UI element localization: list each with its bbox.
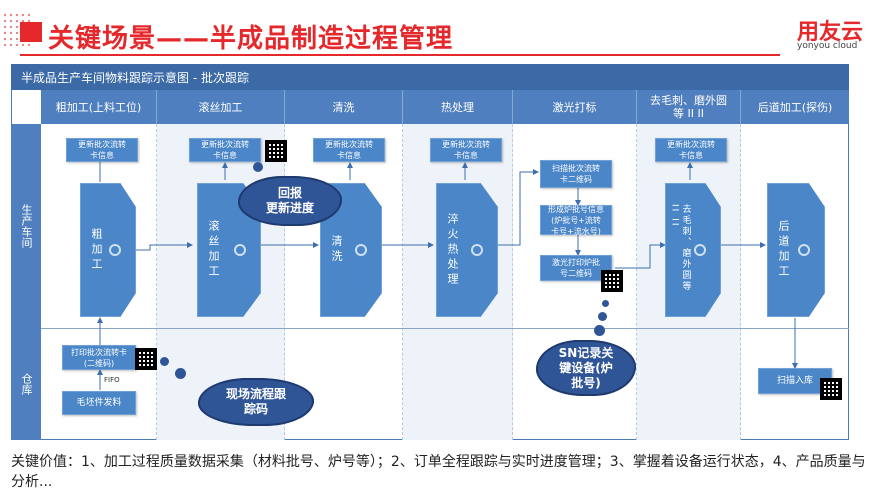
- lane-label-warehouse: 仓库: [11, 328, 41, 440]
- callout-trace-code: 现场流程跟 踪码: [198, 378, 314, 426]
- cloud-tail-dot: [160, 357, 169, 366]
- status-ring-icon: [798, 244, 810, 256]
- laser-step-print: 激光打印炉批 号二维码: [540, 255, 612, 281]
- process-heat: 淬火热处理: [436, 183, 498, 317]
- update-card-clean: 更新批次流转 卡信息: [313, 138, 385, 162]
- process-rough: 粗加工: [80, 183, 136, 317]
- cloud-tail-dot: [253, 162, 263, 172]
- update-card-heat: 更新批次流转 卡信息: [430, 138, 502, 162]
- slide-title: 关键场景——半成品制造过程管理: [48, 24, 454, 54]
- col-header-clean: 清洗: [285, 90, 403, 124]
- column-rough: [41, 124, 157, 440]
- process-post: 后道加工: [767, 183, 825, 317]
- process-rough-label: 粗加工: [90, 227, 103, 273]
- diagram-header: 半成品生产车间物料跟踪示意图 - 批次跟踪: [11, 64, 849, 90]
- lane-label-workshop: 生产车间: [11, 124, 41, 328]
- col-header-deburr: 去毛刺、磨外圆 等 II II: [637, 90, 741, 124]
- warehouse-scan-in: 扫描入库: [758, 368, 832, 394]
- process-post-label: 后道加工: [777, 220, 790, 280]
- column-clean: [285, 124, 403, 440]
- col-header-post: 后道加工(探伤): [741, 90, 849, 124]
- cloud-tail-dot: [598, 312, 607, 321]
- qr-code-icon: [265, 140, 287, 162]
- status-ring-icon: [694, 244, 706, 256]
- brand-logo: 用友云: [797, 20, 864, 45]
- col-header-laser: 激光打标: [513, 90, 637, 124]
- warehouse-print-card: 打印批次流转卡 (二维码): [62, 345, 136, 370]
- process-deburr: 去毛刺、磨外圆等II II: [665, 183, 721, 317]
- lane-separator: [41, 328, 849, 329]
- process-clean-label: 清洗: [330, 235, 343, 265]
- update-card-deburr: 更新批次流转 卡信息: [655, 138, 727, 162]
- fifo-label: FIFO: [104, 376, 120, 384]
- brand-logo-subtext: yonyou cloud: [797, 41, 858, 51]
- laser-step-scan: 扫描批次流转 卡二维码: [540, 160, 612, 188]
- status-ring-icon: [471, 244, 483, 256]
- update-card-thread: 更新批次流转 卡信息: [189, 138, 261, 162]
- key-value-summary: 关键价值：1、加工过程质量数据采集（材料批号、炉号等）；2、订单全程跟踪与实时进…: [11, 454, 866, 490]
- process-thread-label: 滚丝加工: [207, 220, 220, 280]
- col-header-thread: 滚丝加工: [157, 90, 285, 124]
- callout-sn-record: SN记录关 键设备(炉 批号): [536, 340, 636, 396]
- title-underline: [20, 54, 780, 56]
- cloud-tail-dot: [175, 368, 186, 379]
- col-header-rough: 粗加工(上料工位): [41, 90, 157, 124]
- warehouse-issue: 毛坯件发料: [62, 391, 136, 415]
- status-ring-icon: [234, 244, 246, 256]
- status-ring-icon: [355, 244, 367, 256]
- status-ring-icon: [109, 244, 121, 256]
- process-heat-label: 淬火热处理: [446, 212, 459, 288]
- col-header-heat: 热处理: [403, 90, 513, 124]
- title-accent-bar: [20, 22, 42, 42]
- qr-code-icon: [601, 270, 623, 292]
- column-laser: [513, 124, 637, 440]
- cloud-tail-dot: [594, 325, 605, 336]
- qr-code-icon: [135, 348, 157, 370]
- process-deburr-label: 去毛刺、磨外圆等II II: [669, 204, 691, 292]
- laser-step-batch-info: 形成炉批号信息 (炉批号+流转 卡号+流水号): [540, 205, 612, 236]
- update-card-rough: 更新批次流转 卡信息: [66, 138, 138, 162]
- callout-report-progress: 回报 更新进度: [238, 176, 342, 226]
- cloud-tail-dot: [602, 300, 609, 307]
- qr-code-icon: [820, 378, 842, 400]
